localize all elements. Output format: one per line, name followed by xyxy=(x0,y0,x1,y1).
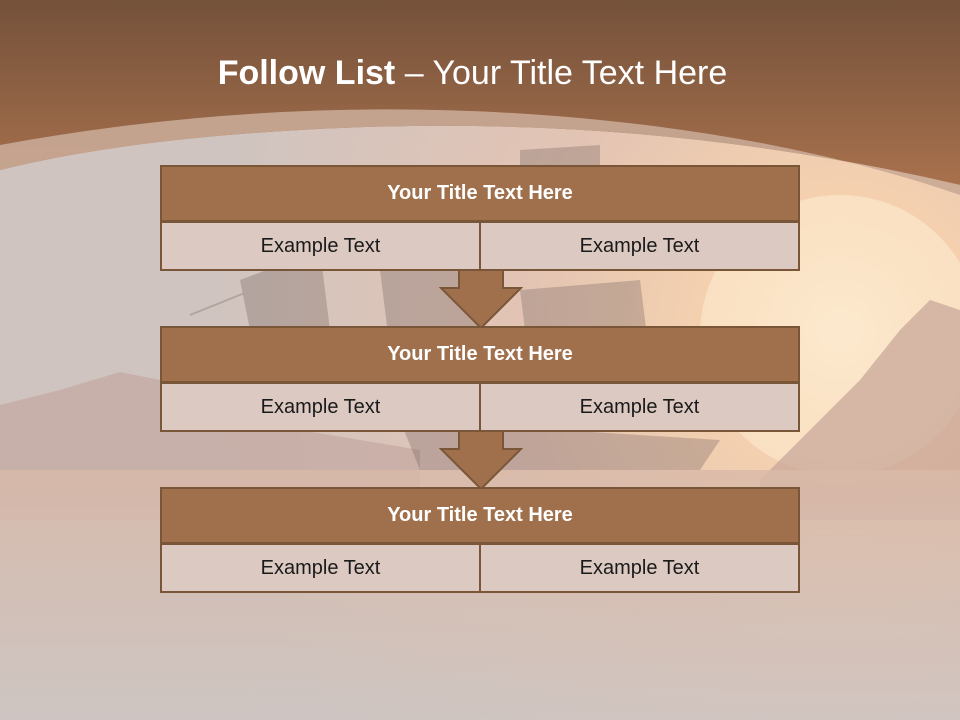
block-title: Your Title Text Here xyxy=(160,487,800,544)
block-row: Example Text Example Text xyxy=(160,382,800,432)
block-title: Your Title Text Here xyxy=(160,326,800,383)
list-block-3: Your Title Text Here Example Text Exampl… xyxy=(160,487,800,593)
block-cell-left: Example Text xyxy=(160,221,481,271)
block-cell-left: Example Text xyxy=(160,543,481,593)
title-bold: Follow List xyxy=(217,54,396,92)
block-cell-right: Example Text xyxy=(481,221,800,271)
title-rest: – Your Title Text Here xyxy=(404,54,728,92)
list-block-1: Your Title Text Here Example Text Exampl… xyxy=(160,165,800,271)
down-arrow-icon xyxy=(439,270,523,330)
down-arrow-icon xyxy=(439,431,523,491)
block-cell-left: Example Text xyxy=(160,382,481,432)
block-title: Your Title Text Here xyxy=(160,165,800,222)
block-cell-right: Example Text xyxy=(481,382,800,432)
page-title: Follow List – Your Title Text Here xyxy=(0,54,945,93)
block-cell-right: Example Text xyxy=(481,543,800,593)
block-row: Example Text Example Text xyxy=(160,543,800,593)
block-row: Example Text Example Text xyxy=(160,221,800,271)
list-block-2: Your Title Text Here Example Text Exampl… xyxy=(160,326,800,432)
